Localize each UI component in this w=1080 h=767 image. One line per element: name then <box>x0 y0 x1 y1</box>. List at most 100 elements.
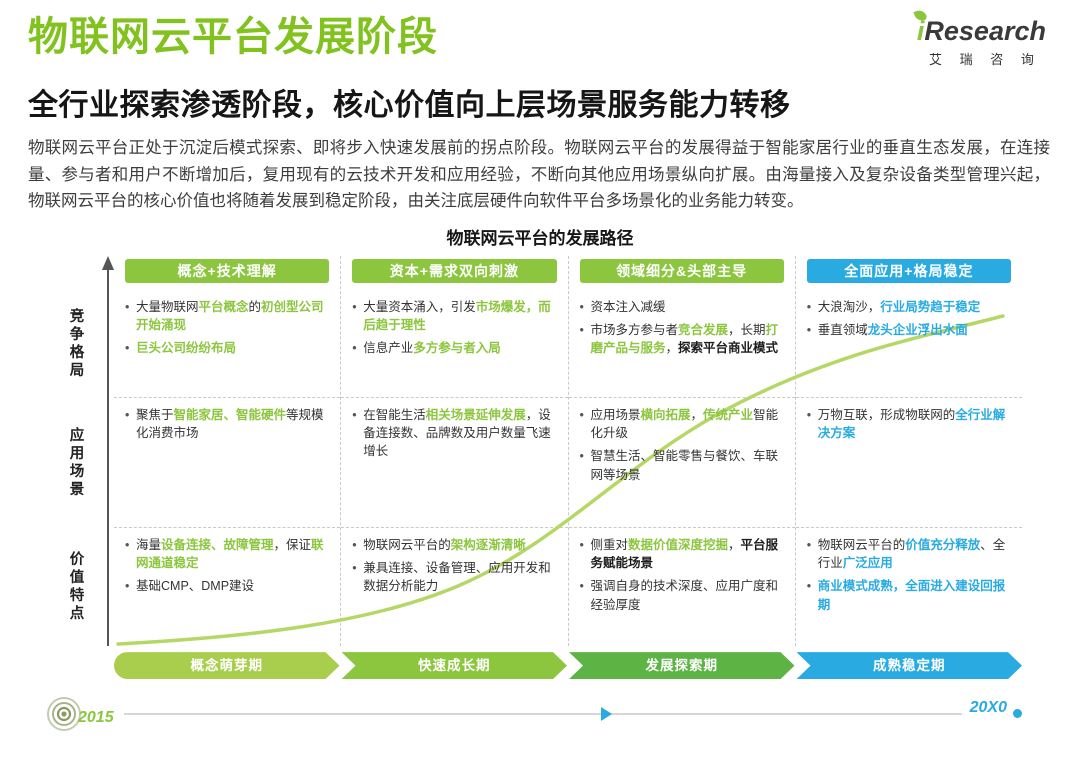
stage-column-1: 概念+技术理解大量物联网平台概念的初创型公司开始涌现巨头公司纷纷布局聚焦于智能家… <box>114 256 341 646</box>
row-labels: 竞争格局应用场景价值特点 <box>58 256 102 648</box>
brand-name: iResearch <box>913 8 1046 46</box>
text-segment: 数据价值深度挖掘 <box>628 538 729 553</box>
text-segment: 竞合发展 <box>678 323 729 338</box>
bullet-item: 应用场景横向拓展，传统产业智能化升级 <box>578 406 786 442</box>
text-segment: 在智能生活 <box>363 408 426 423</box>
stage-column-2: 资本+需求双向刺激大量资本涌入，引发市场爆发，而后趋于理性信息产业多方参与者入局… <box>340 256 568 647</box>
bullet-item: 大量资本涌入，引发市场爆发，而后趋于理性 <box>350 298 558 334</box>
column-header-2: 资本+需求双向刺激 <box>352 259 557 284</box>
cell-col1-row2: 聚焦于智能家居、智能硬件等规模化消费市场 <box>114 398 341 529</box>
cell-col4-row3: 物联网云平台的价值充分释放、全行业广泛应用商业模式成熟，全面进入建设回报期 <box>796 528 1022 646</box>
bullet-item: 物联网云平台的价值充分释放、全行业广泛应用 <box>805 536 1013 572</box>
cell-col2-row3: 物联网云平台的架构逐渐清晰兼具连接、设备管理、应用开发和数据分析能力 <box>341 528 567 646</box>
text-segment: 大量资本涌入，引发 <box>363 300 476 315</box>
bullet-item: 在智能生活相关场景延伸发展，设备连接数、品牌数及用户数量飞速增长 <box>350 406 558 460</box>
text-segment: ， <box>665 341 679 356</box>
text-segment: 应用场景 <box>590 408 641 423</box>
timeline-start-year: 2015 <box>78 709 114 727</box>
text-segment: 智能化升级 <box>590 408 779 441</box>
ripple-icon <box>47 697 81 732</box>
text-segment: 大量物联网 <box>136 300 199 315</box>
bullet-item: 巨头公司纷纷布局 <box>123 339 331 357</box>
stage-grid: 概念+技术理解大量物联网平台概念的初创型公司开始涌现巨头公司纷纷布局聚焦于智能家… <box>114 256 1022 647</box>
bullet-item: 聚焦于智能家居、智能硬件等规模化消费市场 <box>123 406 331 442</box>
text-segment: 市场爆发，而后趋于理性 <box>363 300 551 333</box>
stage-band-1: 概念萌芽期 <box>114 652 340 679</box>
stage-column-3: 领域细分&头部主导资本注入减缓市场多方参与者竞合发展，长期打磨产品与服务，探索平… <box>567 256 795 647</box>
stage-band-4: 成熟稳定期 <box>797 652 1023 679</box>
bullet-item: 大浪淘沙，行业局势趋于稳定 <box>805 298 1013 316</box>
brand-rest: Research <box>924 16 1046 46</box>
bullet-item: 资本注入减缓 <box>578 298 786 316</box>
bullet-item: 智慧生活、智能零售与餐饮、车联网等场景 <box>578 447 786 483</box>
stage-band-3: 发展探索期 <box>569 652 795 679</box>
text-segment: ，设备连接数、品牌数及用户数量飞速增长 <box>363 408 551 459</box>
text-segment: 探索平台商业模式 <box>678 341 779 356</box>
text-segment: 垂直领域 <box>817 323 868 338</box>
bullet-item: 垂直领域龙头企业浮出水面 <box>805 321 1013 339</box>
cell-col1-row3: 海量设备连接、故障管理，保证联网通道稳定基础CMP、DMP建设 <box>114 528 340 646</box>
cell-col3-row1: 资本注入减缓市场多方参与者竞合发展，长期打磨产品与服务，探索平台商业模式 <box>568 290 795 399</box>
text-segment: 商业模式成熟，全面进入建设回报期 <box>817 579 1006 612</box>
text-segment: 资本注入减缓 <box>590 300 666 315</box>
stage-bands: 概念萌芽期快速成长期发展探索期成熟稳定期 <box>114 652 1022 679</box>
text-segment: 强调自身的技术深度、应用广度和经验厚度 <box>590 579 779 612</box>
text-segment: 、全行业 <box>817 538 1006 571</box>
text-segment: 平台服务赋能场景 <box>590 538 779 571</box>
intro-paragraph: 物联网云平台正处于沉淀后模式探索、即将步入快速发展前的拐点阶段。物联网云平台的发… <box>28 139 1050 211</box>
text-segment: 架构逐渐清晰 <box>450 538 526 553</box>
text-segment: 万物互联，形成物联网的 <box>817 408 956 423</box>
text-segment: 初创型公司开始涌现 <box>136 300 324 333</box>
report-subtitle: 全行业探索渗透阶段，核心价值向上层场景服务能力转移 <box>28 89 791 122</box>
bullet-item: 物联网云平台的架构逐渐清晰 <box>350 536 558 554</box>
text-segment: 多方参与者入局 <box>413 341 501 356</box>
text-segment: 等规模化消费市场 <box>136 408 324 441</box>
text-segment: 相关场景延伸发展 <box>425 408 526 423</box>
text-segment: 广泛应用 <box>842 556 893 571</box>
text-segment: 设备连接、故障管理 <box>161 538 274 553</box>
bullet-item: 万物互联，形成物联网的全行业解决方案 <box>805 406 1013 442</box>
timeline-end-dot-icon <box>1013 708 1022 718</box>
bullet-item: 兼具连接、设备管理、应用开发和数据分析能力 <box>350 559 558 595</box>
brand-cn-name: 艾 瑞 咨 询 <box>929 52 1041 67</box>
y-axis-arrow-icon <box>102 256 114 271</box>
text-segment: 侧重对 <box>590 538 629 553</box>
stage-band-2: 快速成长期 <box>342 652 568 679</box>
text-segment: 传统产业 <box>703 408 754 423</box>
text-segment: 海量 <box>136 538 162 553</box>
cell-col4-row1: 大浪淘沙，行业局势趋于稳定垂直领域龙头企业浮出水面 <box>795 290 1022 399</box>
column-header-3: 领域细分&头部主导 <box>579 259 784 284</box>
text-segment: 智慧生活、智能零售与餐饮、车联网等场景 <box>590 449 779 482</box>
text-segment: 打磨产品与服务 <box>590 323 779 356</box>
cell-col3-row3: 侧重对数据价值深度挖掘，平台服务赋能场景强调自身的技术深度、应用广度和经验厚度 <box>569 528 795 646</box>
bullet-item: 商业模式成熟，全面进入建设回报期 <box>805 577 1013 613</box>
diagram-title: 物联网云平台的发展路径 <box>446 229 634 249</box>
text-segment: 横向拓展 <box>640 408 691 423</box>
row-label-1: 竞争格局 <box>69 309 85 380</box>
text-segment: 兼具连接、设备管理、应用开发和数据分析能力 <box>363 561 551 594</box>
text-segment: 行业局势趋于稳定 <box>880 300 981 315</box>
text-segment: 物联网云平台的 <box>817 538 906 553</box>
bullet-item: 大量物联网平台概念的初创型公司开始涌现 <box>123 298 331 334</box>
column-header-4: 全面应用+格局稳定 <box>806 259 1011 284</box>
brand-i: i <box>916 16 925 46</box>
bullet-item: 强调自身的技术深度、应用广度和经验厚度 <box>578 577 786 613</box>
text-segment: 大浪淘沙， <box>817 300 881 315</box>
cell-col2-row1: 大量资本涌入，引发市场爆发，而后趋于理性信息产业多方参与者入局 <box>341 290 568 399</box>
text-segment: 平台概念 <box>198 300 249 315</box>
bullet-item: 基础CMP、DMP建设 <box>123 577 331 595</box>
text-segment: 信息产业 <box>363 341 414 356</box>
row-label-2: 应用场景 <box>69 428 85 499</box>
text-segment: 价值充分释放 <box>905 538 981 553</box>
text-segment: ，长期 <box>728 323 766 338</box>
bullet-item: 侧重对数据价值深度挖掘，平台服务赋能场景 <box>578 536 786 572</box>
cell-col1-row1: 大量物联网平台概念的初创型公司开始涌现巨头公司纷纷布局 <box>114 290 341 399</box>
cell-col4-row2: 万物互联，形成物联网的全行业解决方案 <box>795 398 1022 529</box>
text-segment: 的 <box>248 300 262 315</box>
text-segment: 物联网云平台的 <box>363 538 451 553</box>
bullet-item: 海量设备连接、故障管理，保证联网通道稳定 <box>123 536 331 572</box>
text-segment: 全行业解决方案 <box>817 408 1006 441</box>
timeline: 2015 20X0 <box>44 687 1022 735</box>
